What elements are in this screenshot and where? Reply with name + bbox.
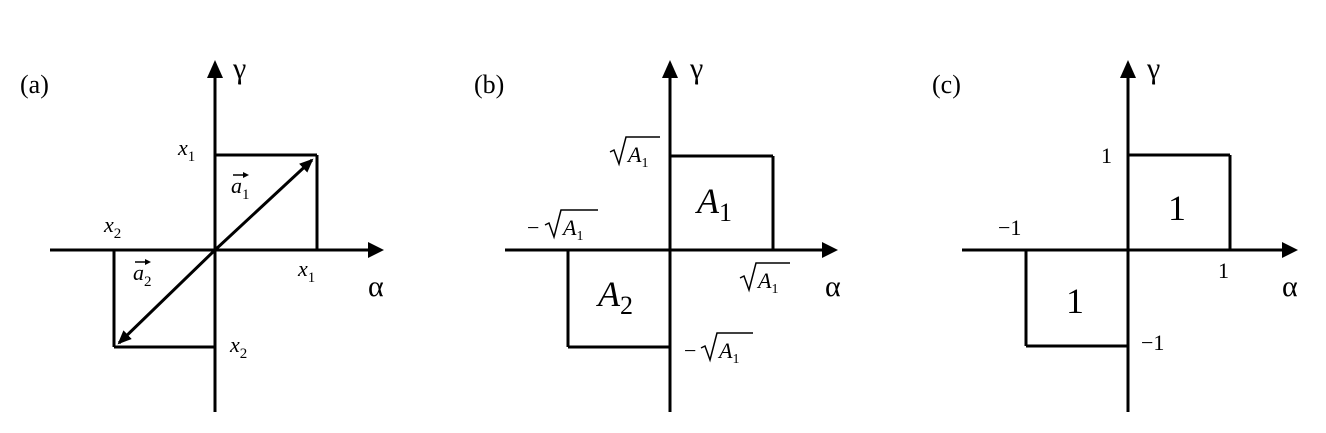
panel-c-label: (c) [932, 70, 961, 99]
panel-c-area-lower: 1 [1066, 281, 1084, 321]
panel-b-y-arrowhead [662, 60, 678, 78]
panel-a-tick-x2-bottom: x2 [229, 332, 247, 362]
panel-b-tick-x-neg: − A1 [527, 209, 598, 244]
svg-text:A1: A1 [626, 142, 648, 171]
panel-a-label: (a) [20, 70, 49, 99]
panel-c-x-arrowhead [1282, 242, 1298, 258]
svg-text:a1: a1 [231, 173, 250, 203]
panel-b-area-a1: A1 [695, 181, 732, 227]
panel-b-y-axis-label: γ [689, 52, 703, 85]
svg-text:A1: A1 [756, 268, 778, 297]
panel-a-tick-x1-top: x1 [177, 135, 195, 165]
svg-text:−: − [684, 338, 696, 363]
panel-c-x-axis-label: α [1282, 270, 1298, 303]
panel-a-label-a2: a2 [133, 259, 152, 290]
panel-b-tick-y-neg: − A1 [684, 332, 753, 367]
panel-c-tick-x-neg: −1 [998, 215, 1021, 240]
panel-a-tick-x1-right: x1 [297, 256, 315, 286]
panel-a: (a) α γ x1 x1 x2 x2 a1 [20, 52, 384, 412]
panel-a-y-axis-label: γ [232, 52, 246, 85]
panel-c-y-arrowhead [1120, 60, 1136, 78]
panel-b-area-a2: A2 [596, 274, 633, 320]
panel-c-tick-y-pos: 1 [1101, 143, 1112, 168]
panel-a-label-a1: a1 [231, 172, 250, 203]
panel-b-tick-y-pos: A1 [609, 136, 660, 171]
svg-text:−: − [527, 215, 539, 240]
panel-c-area-upper: 1 [1168, 188, 1186, 228]
panel-b-x-arrowhead [822, 242, 838, 258]
svg-text:A1: A1 [561, 215, 583, 244]
svg-text:a2: a2 [133, 260, 152, 290]
panel-a-tick-x2-left: x2 [103, 212, 121, 242]
panel-b-x-axis-label: α [825, 270, 841, 303]
panel-a-x-arrowhead [368, 242, 384, 258]
panel-b: (b) α γ A1 − A1 A1 − A1 A1 [474, 52, 841, 412]
panel-c-tick-x-pos: 1 [1218, 258, 1229, 283]
panel-a-vector-a1 [213, 158, 314, 252]
panel-a-vector-a2 [117, 248, 217, 345]
panel-c: (c) α γ 1 −1 1 −1 1 1 [932, 52, 1298, 412]
panel-b-tick-x-pos: A1 [739, 262, 790, 297]
panel-c-y-axis-label: γ [1146, 52, 1160, 85]
panel-c-tick-y-neg: −1 [1141, 330, 1164, 355]
panel-a-y-arrowhead [207, 60, 223, 78]
panel-a-x-axis-label: α [368, 270, 384, 303]
svg-text:A1: A1 [717, 338, 739, 367]
panel-b-label: (b) [474, 70, 504, 99]
